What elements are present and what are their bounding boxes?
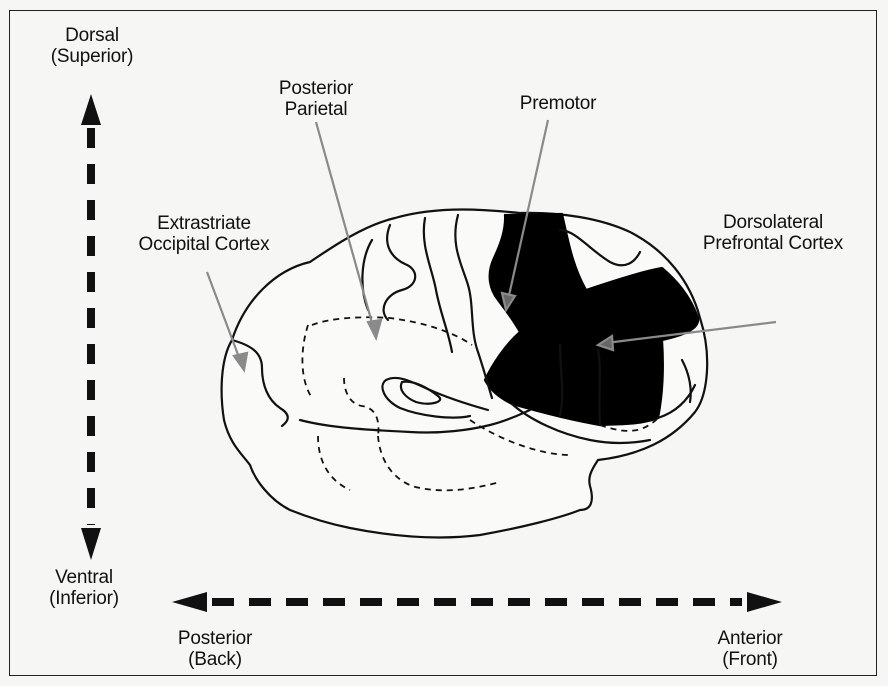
label-premotor: Premotor bbox=[498, 93, 618, 114]
label-posterior-line1: Posterior bbox=[150, 628, 280, 649]
arrowhead-up bbox=[81, 94, 101, 125]
dorsal-ventral-axis bbox=[81, 94, 101, 560]
label-anterior-line1: Anterior bbox=[685, 628, 815, 649]
label-extrastriate-line2: Occipital Cortex bbox=[106, 234, 302, 255]
label-dlpfc-line1: Dorsolateral bbox=[680, 212, 866, 233]
label-dlpfc: Dorsolateral Prefrontal Cortex bbox=[680, 212, 866, 254]
label-extrastriate-line1: Extrastriate bbox=[106, 213, 302, 234]
label-posterior-parietal-line2: Parietal bbox=[256, 99, 376, 120]
label-extrastriate: Extrastriate Occipital Cortex bbox=[106, 213, 302, 255]
label-anterior-line2: (Front) bbox=[685, 649, 815, 670]
label-dlpfc-line2: Prefrontal Cortex bbox=[680, 233, 866, 254]
arrowhead-down bbox=[81, 528, 101, 560]
label-dorsal: Dorsal (Superior) bbox=[28, 25, 156, 67]
brain-lateral-view bbox=[222, 210, 708, 538]
label-premotor-line1: Premotor bbox=[498, 93, 618, 114]
leader-extrastriate bbox=[207, 272, 240, 360]
label-posterior-line2: (Back) bbox=[150, 649, 280, 670]
posterior-anterior-axis bbox=[172, 592, 782, 612]
label-ventral-line1: Ventral bbox=[20, 567, 148, 588]
label-anterior: Anterior (Front) bbox=[685, 628, 815, 670]
label-posterior: Posterior (Back) bbox=[150, 628, 280, 670]
label-posterior-parietal-line1: Posterior bbox=[256, 78, 376, 99]
label-posterior-parietal: Posterior Parietal bbox=[256, 78, 376, 120]
arrowhead-left bbox=[172, 592, 207, 612]
label-dorsal-line1: Dorsal bbox=[28, 25, 156, 46]
arrowhead-right bbox=[747, 592, 782, 612]
label-ventral-line2: (Inferior) bbox=[20, 588, 148, 609]
label-ventral: Ventral (Inferior) bbox=[20, 567, 148, 609]
label-dorsal-line2: (Superior) bbox=[28, 46, 156, 67]
